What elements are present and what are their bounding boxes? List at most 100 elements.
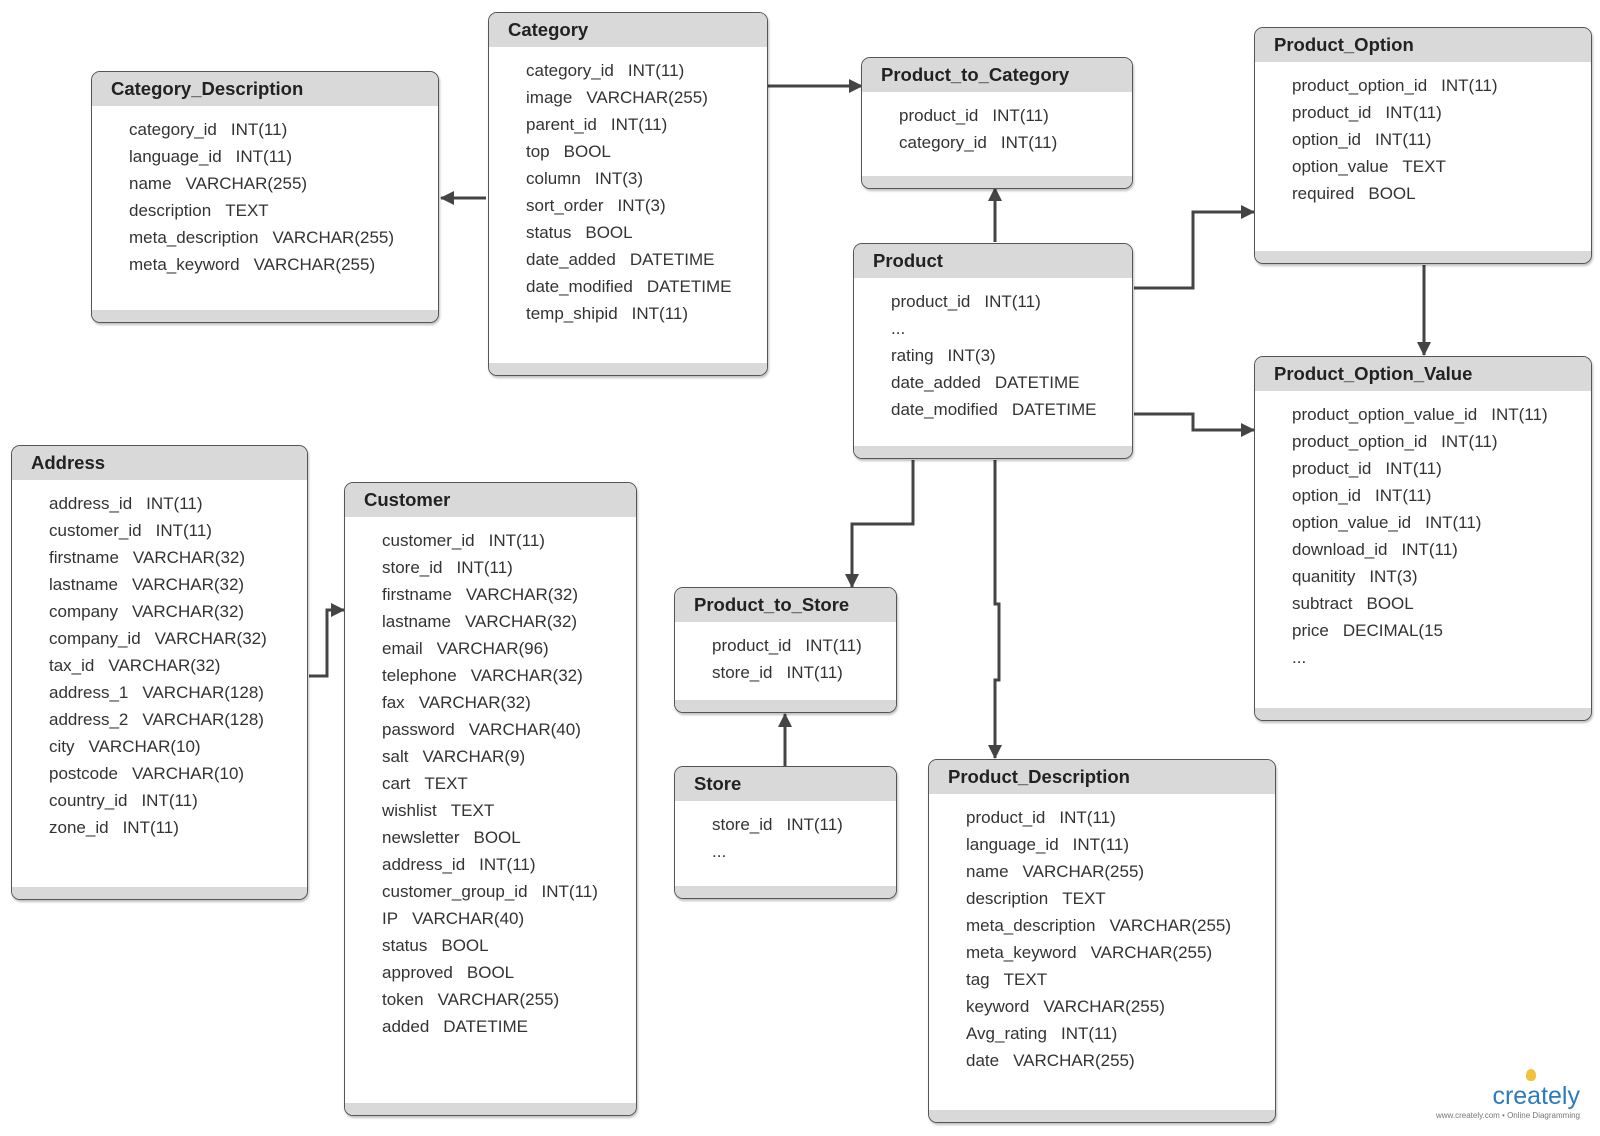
field-name: price xyxy=(1292,621,1329,640)
field-type: VARCHAR(255) xyxy=(1109,916,1232,935)
field-name: rating xyxy=(891,346,934,365)
field-name: tag xyxy=(966,970,990,989)
field-type: VARCHAR(9) xyxy=(422,747,526,766)
field-type: VARCHAR(255) xyxy=(272,228,395,247)
field-type: VARCHAR(32) xyxy=(154,629,267,648)
field-row: subtract BOOL xyxy=(1292,590,1591,617)
field-type: INT(11) xyxy=(1441,76,1498,95)
field-type: BOOL xyxy=(466,963,515,982)
field-type: INT(11) xyxy=(155,521,212,540)
field-row: customer_id INT(11) xyxy=(49,517,307,544)
field-type: VARCHAR(40) xyxy=(468,720,581,739)
field-name: keyword xyxy=(966,997,1030,1016)
field-name: customer_id xyxy=(49,521,142,540)
field-name: address_id xyxy=(49,494,133,513)
field-name: Avg_rating xyxy=(966,1024,1047,1043)
field-name: description xyxy=(966,889,1049,908)
lightbulb-icon xyxy=(1526,1069,1536,1081)
field-type: BOOL xyxy=(1366,594,1414,613)
field-type: INT(11) xyxy=(992,106,1049,125)
field-type: DATETIME xyxy=(1011,400,1097,419)
field-type: VARCHAR(32) xyxy=(132,548,246,567)
link-product-to-product-to-store xyxy=(845,460,915,588)
field-name: city xyxy=(49,737,75,756)
field-name: approved xyxy=(382,963,453,982)
field-name: meta_keyword xyxy=(966,943,1077,962)
field-name: ... xyxy=(712,842,727,861)
field-type: INT(11) xyxy=(1072,835,1130,854)
field-name: subtract xyxy=(1292,594,1353,613)
field-type: INT(11) xyxy=(805,636,862,655)
field-type: INT(11) xyxy=(230,120,288,139)
field-type: DATETIME xyxy=(994,373,1080,392)
field-type: TEXT xyxy=(424,774,468,793)
field-name: meta_description xyxy=(966,916,1096,935)
field-name: product_option_id xyxy=(1292,432,1428,451)
field-name: meta_description xyxy=(129,228,259,247)
field-name: name xyxy=(129,174,172,193)
field-name: date_modified xyxy=(526,277,633,296)
field-name: parent_id xyxy=(526,115,597,134)
field-name: category_id xyxy=(899,133,987,152)
field-name: firstname xyxy=(382,585,452,604)
field-type: INT(11) xyxy=(1060,1024,1118,1043)
field-row: meta_description VARCHAR(255) xyxy=(129,224,438,251)
field-name: ... xyxy=(1292,648,1307,667)
field-type: DATETIME xyxy=(443,1017,528,1036)
field-name: temp_shipid xyxy=(526,304,618,323)
field-type: INT(11) xyxy=(984,292,1041,311)
logo-brand: creately xyxy=(1492,1082,1580,1110)
field-type: TEXT xyxy=(225,201,269,220)
field-name: option_value xyxy=(1292,157,1389,176)
field-name: option_id xyxy=(1292,130,1362,149)
field-name: address_2 xyxy=(49,710,129,729)
field-name: customer_id xyxy=(382,531,475,550)
field-type: VARCHAR(128) xyxy=(142,683,264,702)
field-type: INT(11) xyxy=(1059,808,1116,827)
link-address-to-customer xyxy=(309,603,345,678)
field-type: INT(11) xyxy=(1385,459,1442,478)
entity-product-option-value[interactable]: Product_Option_Value product_option_valu… xyxy=(1254,356,1592,721)
entity-title: Store xyxy=(675,767,896,801)
field-name: ... xyxy=(891,319,906,338)
field-name: store_id xyxy=(712,663,773,682)
field-row: approved BOOL xyxy=(382,959,636,986)
field-name: product_id xyxy=(899,106,979,125)
field-name: salt xyxy=(382,747,409,766)
field-type: VARCHAR(96) xyxy=(436,639,549,658)
link-product-to-product-description xyxy=(988,460,1002,759)
field-name: product_id xyxy=(1292,103,1372,122)
field-row: ... xyxy=(712,838,896,865)
field-type: INT(11) xyxy=(1425,513,1482,532)
